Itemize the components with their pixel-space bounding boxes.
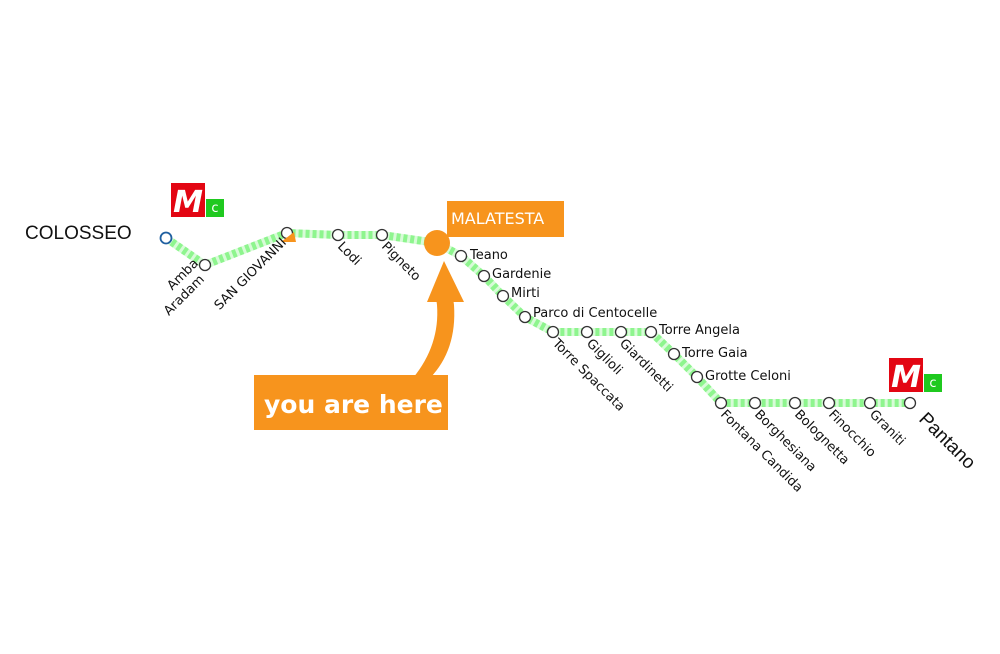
- metro-line-badge: [206, 199, 224, 217]
- station-grotte-celoni[interactable]: [690, 370, 704, 384]
- callout-box: [254, 375, 448, 430]
- station-mirti[interactable]: [496, 289, 510, 303]
- san-giovanni-marker-icon: [281, 232, 296, 242]
- label-colosseo: COLOSSEO: [25, 223, 132, 244]
- station-torre-gaia[interactable]: [667, 347, 681, 361]
- station-borghesiana[interactable]: [748, 396, 762, 410]
- callout-arrow-head: [427, 261, 464, 302]
- station-teano[interactable]: [454, 249, 468, 263]
- metro-line-badge: [924, 374, 942, 392]
- label-teano: Teano: [469, 248, 508, 263]
- label-mirti: Mirti: [511, 286, 540, 301]
- metro-m-letter: M: [891, 360, 921, 395]
- label-torre-gaia: Torre Gaia: [681, 346, 748, 361]
- metro-line-letter: c: [929, 376, 936, 391]
- you-are-here-callout: you are here: [254, 261, 464, 430]
- you-are-here-text: you are here: [264, 390, 443, 419]
- label-pigneto: Pigneto: [378, 239, 423, 284]
- metro-c-logo-pantano: M c: [889, 358, 942, 395]
- malatesta-label-box: [447, 201, 564, 237]
- station-pigneto[interactable]: [375, 228, 389, 242]
- label-lodi: Lodi: [334, 239, 364, 269]
- stations: [159, 228, 917, 410]
- station-bolognetta[interactable]: [788, 396, 802, 410]
- station-giardinetti[interactable]: [614, 325, 628, 339]
- metro-m-letter: M: [173, 185, 203, 220]
- label-grotte-celoni: Grotte Celoni: [705, 369, 791, 384]
- line-track: [163, 229, 910, 407]
- station-malatesta-current[interactable]: [424, 230, 450, 256]
- metro-line-letter: c: [211, 201, 218, 216]
- station-pantano[interactable]: [903, 396, 917, 410]
- label-torre-angela: Torre Angela: [658, 323, 740, 338]
- label-gardenie: Gardenie: [492, 267, 551, 282]
- station-giglioli[interactable]: [580, 325, 594, 339]
- station-torre-spaccata[interactable]: [546, 325, 560, 339]
- station-torre-angela[interactable]: [644, 325, 658, 339]
- station-fontana-candida[interactable]: [714, 396, 728, 410]
- metro-c-logo-colosseo: M c: [171, 183, 224, 220]
- metro-m-badge: [889, 358, 923, 392]
- station-graniti[interactable]: [863, 396, 877, 410]
- track-dashes: [163, 229, 910, 407]
- metro-m-badge: [171, 183, 205, 217]
- station-finocchio[interactable]: [822, 396, 836, 410]
- station-lodi[interactable]: [331, 228, 345, 242]
- station-parco-di-centocelle[interactable]: [518, 310, 532, 324]
- station-amba-aradam[interactable]: [198, 258, 212, 272]
- station-gardenie[interactable]: [477, 269, 491, 283]
- station-colosseo[interactable]: [159, 231, 173, 245]
- callout-arrow-shaft: [413, 290, 455, 378]
- malatesta-label: MALATESTA: [451, 209, 544, 228]
- label-parco-di-centocelle: Parco di Centocelle: [533, 306, 657, 321]
- label-pantano: Pantano: [914, 409, 979, 474]
